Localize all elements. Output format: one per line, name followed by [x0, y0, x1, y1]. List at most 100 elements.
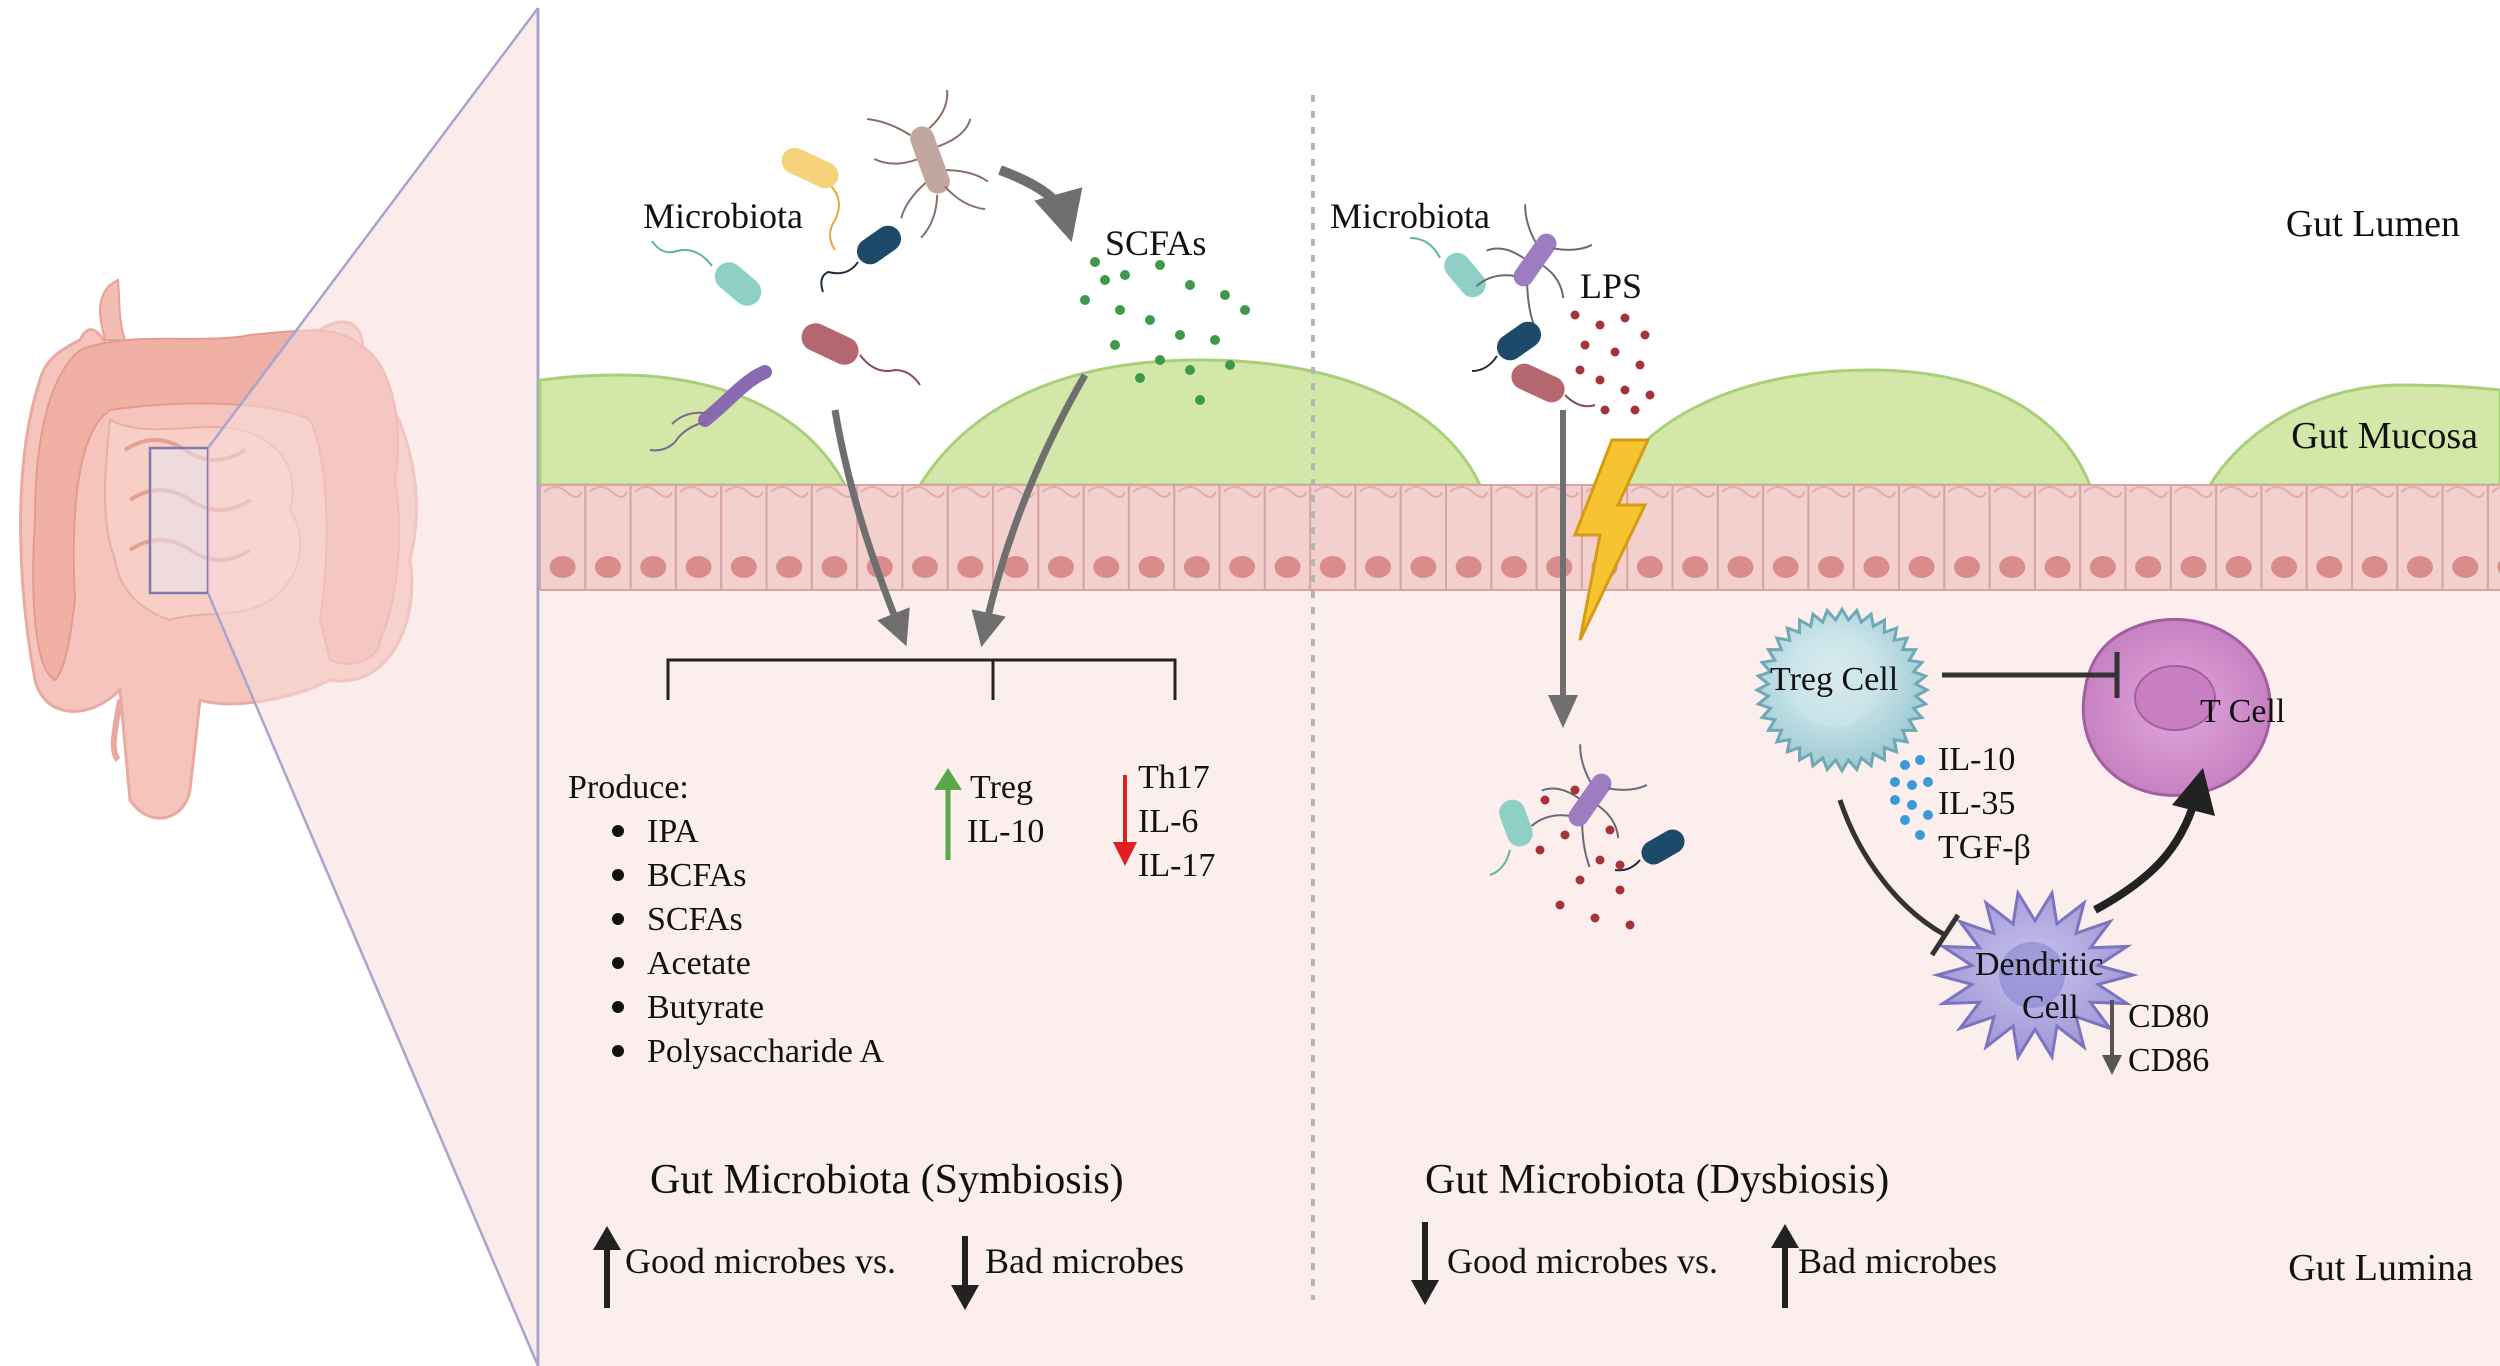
lightning-icon — [1572, 438, 1651, 641]
zoom-cone — [208, 8, 538, 1366]
cell-nucleus — [1410, 556, 1437, 578]
cytokine-particles — [1890, 755, 1933, 840]
cell-nucleus — [2316, 556, 2343, 578]
symbiosis-good: Good microbes vs. — [625, 1241, 896, 1281]
cell-nucleus — [821, 556, 848, 578]
cell-nucleus — [1953, 556, 1980, 578]
cell-nucleus — [1682, 556, 1709, 578]
cell-nucleus — [1002, 556, 1029, 578]
treg-cell — [1753, 606, 1931, 774]
inhibit-dendritic — [1837, 799, 1947, 938]
down-arrow-icon — [951, 1285, 979, 1310]
dendritic-cell — [1931, 888, 2139, 1062]
lps-particles-lamina — [1535, 785, 1635, 930]
produce-item-4: Acetate — [647, 945, 751, 982]
symbiosis-microbes — [649, 89, 989, 452]
label-tcell: T Cell — [2200, 693, 2285, 730]
cell-nucleus — [1863, 556, 1890, 578]
dysbiosis-good: Good microbes vs. — [1447, 1241, 1718, 1281]
cell-nucleus — [1636, 556, 1663, 578]
translocated-microbes — [1489, 744, 1685, 876]
t-cell — [2081, 617, 2272, 797]
cell-nucleus — [957, 556, 984, 578]
labels: Gut Lumen Gut Mucosa Gut Lumina Microbio… — [568, 196, 2478, 1289]
cell-nucleus — [912, 556, 939, 578]
cell-nucleus — [1727, 556, 1754, 578]
produce-item-1: IPA — [647, 813, 699, 850]
mucus-layer — [538, 373, 848, 487]
cell-nucleus — [1772, 556, 1799, 578]
label-lps: LPS — [1580, 266, 1642, 306]
up-arrow-icon-2 — [1771, 1224, 1799, 1248]
produce-title: Produce: — [568, 769, 689, 806]
up-arrow-icon — [593, 1226, 621, 1250]
cell-nucleus — [776, 556, 803, 578]
up-item-2: IL-10 — [967, 813, 1044, 850]
cytokine-3: TGF-β — [1938, 829, 2031, 866]
label-treg: Treg Cell — [1770, 661, 1898, 698]
dysbiosis-title: Gut Microbiota (Dysbiosis) — [1425, 1157, 1889, 1203]
cell-nucleus — [685, 556, 712, 578]
arrow-to-scfas — [998, 165, 1083, 243]
dysbiosis-microbes — [1409, 204, 1596, 408]
effects-bracket — [666, 658, 1177, 700]
cell-nucleus — [1229, 556, 1256, 578]
label-gut-lumina: Gut Lumina — [2288, 1247, 2473, 1289]
down-item-3: IL-17 — [1138, 847, 1215, 884]
label-gut-lumen: Gut Lumen — [2286, 203, 2460, 245]
produce-item-6: Polysaccharide A — [647, 1033, 884, 1070]
label-microbiota-left: Microbiota — [643, 196, 803, 236]
main-panel — [538, 0, 2500, 1366]
produce-item-3: SCFAs — [647, 901, 743, 938]
produce-item-2: BCFAs — [647, 857, 747, 894]
cell-nucleus — [1455, 556, 1482, 578]
down-arrow-cd — [2102, 1055, 2122, 1075]
marker-2: CD86 — [2128, 1042, 2209, 1079]
marker-1: CD80 — [2128, 998, 2209, 1035]
arrow-scfas-down — [971, 373, 1089, 648]
cell-nucleus — [2271, 556, 2298, 578]
cell-nucleus — [594, 556, 621, 578]
down-item-1: Th17 — [1138, 759, 1210, 796]
cell-nucleus — [1183, 556, 1210, 578]
cell-nucleus — [1365, 556, 1392, 578]
cell-nucleus — [1908, 556, 1935, 578]
dysbiosis-bad: Bad microbes — [1798, 1241, 1997, 1281]
symbiosis-bad: Bad microbes — [985, 1241, 1184, 1281]
cell-nucleus — [640, 556, 667, 578]
epithelium — [539, 484, 2500, 591]
cytokine-1: IL-10 — [1938, 741, 2015, 778]
cell-nucleus — [2497, 560, 2500, 574]
cell-nucleus — [1138, 556, 1165, 578]
label-dendritic-1: Dendritic — [1975, 946, 2103, 983]
cell-nucleus — [1546, 556, 1573, 578]
down-item-2: IL-6 — [1138, 803, 1198, 840]
cell-nucleus — [1093, 556, 1120, 578]
cell-nucleus — [2180, 556, 2207, 578]
arrow-lps-down — [1548, 695, 1578, 728]
cell-nucleus — [1818, 556, 1845, 578]
produce-bullets — [612, 825, 624, 1057]
cell-nucleus — [730, 556, 757, 578]
cell-nucleus — [1274, 556, 1301, 578]
cell-nucleus — [2044, 556, 2071, 578]
cell-nucleus — [1999, 556, 2026, 578]
symbiosis-title: Gut Microbiota (Symbiosis) — [650, 1157, 1124, 1203]
cell-nucleus — [2406, 556, 2433, 578]
produce-item-5: Butyrate — [647, 989, 764, 1026]
arrow-microbiota-down — [831, 409, 910, 647]
cell-nucleus — [2225, 556, 2252, 578]
label-gut-mucosa: Gut Mucosa — [2291, 415, 2478, 457]
cell-nucleus — [2361, 556, 2388, 578]
label-microbiota-right: Microbiota — [1330, 196, 1490, 236]
down-arrow-icon-2 — [1411, 1280, 1439, 1305]
cell-nucleus — [549, 556, 576, 578]
label-dendritic-2: Cell — [2022, 989, 2079, 1026]
cell-nucleus — [1047, 556, 1074, 578]
label-scfas: SCFAs — [1105, 223, 1206, 263]
cell-nucleus — [2452, 556, 2479, 578]
cell-nucleus — [2089, 556, 2116, 578]
cell-nucleus — [1500, 556, 1527, 578]
cell-nucleus — [1319, 556, 1346, 578]
